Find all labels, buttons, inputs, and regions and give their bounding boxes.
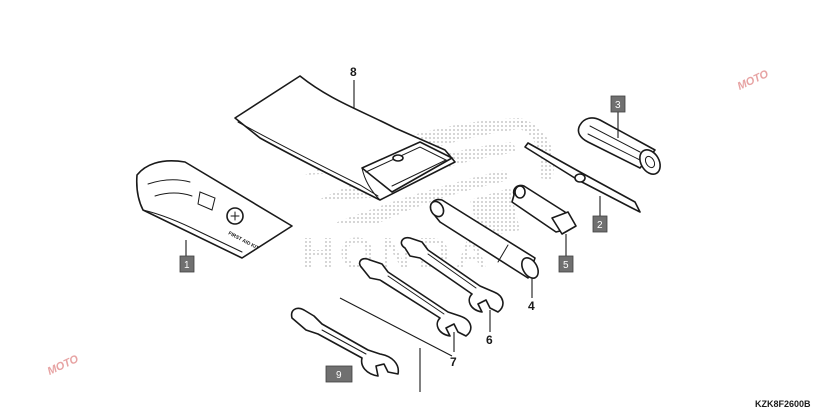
screwdriver-grip [577, 117, 661, 175]
watermark-text: MOTO [46, 353, 81, 378]
box-wrench [511, 184, 577, 235]
callout-1: 1 [184, 260, 190, 271]
callout-9-box: 9 [325, 365, 353, 383]
callout-3: 3 [615, 100, 621, 111]
watermark-text: MOTO [736, 68, 771, 93]
callout-2: 2 [597, 220, 603, 231]
callout-6: 6 [486, 333, 493, 347]
leader-lines [185, 80, 619, 392]
open-wrench-6 [400, 236, 504, 313]
watermark-bottom-left: MOTO [46, 353, 81, 378]
callout-8: 8 [350, 65, 357, 79]
callout-2-box: 2 [592, 215, 608, 233]
screwdriver-shaft [524, 142, 641, 213]
callout-5: 5 [563, 260, 569, 271]
first-aid-kit: FIRST AID KIT [135, 160, 293, 259]
callout-1-box: 1 [179, 255, 195, 273]
callout-9: 9 [336, 370, 342, 381]
watermark-top-right: MOTO [736, 68, 771, 93]
double-wrench-9 [290, 307, 400, 377]
callout-4: 4 [528, 299, 535, 313]
callout-7: 7 [450, 355, 457, 369]
diagram-code: KZK8F2600B [755, 399, 811, 409]
callout-5-box: 5 [558, 255, 574, 273]
tool-bag [234, 75, 456, 201]
spark-plug-wrench [429, 198, 539, 279]
open-wrench-7 [358, 257, 472, 337]
callout-3-box: 3 [610, 95, 626, 113]
